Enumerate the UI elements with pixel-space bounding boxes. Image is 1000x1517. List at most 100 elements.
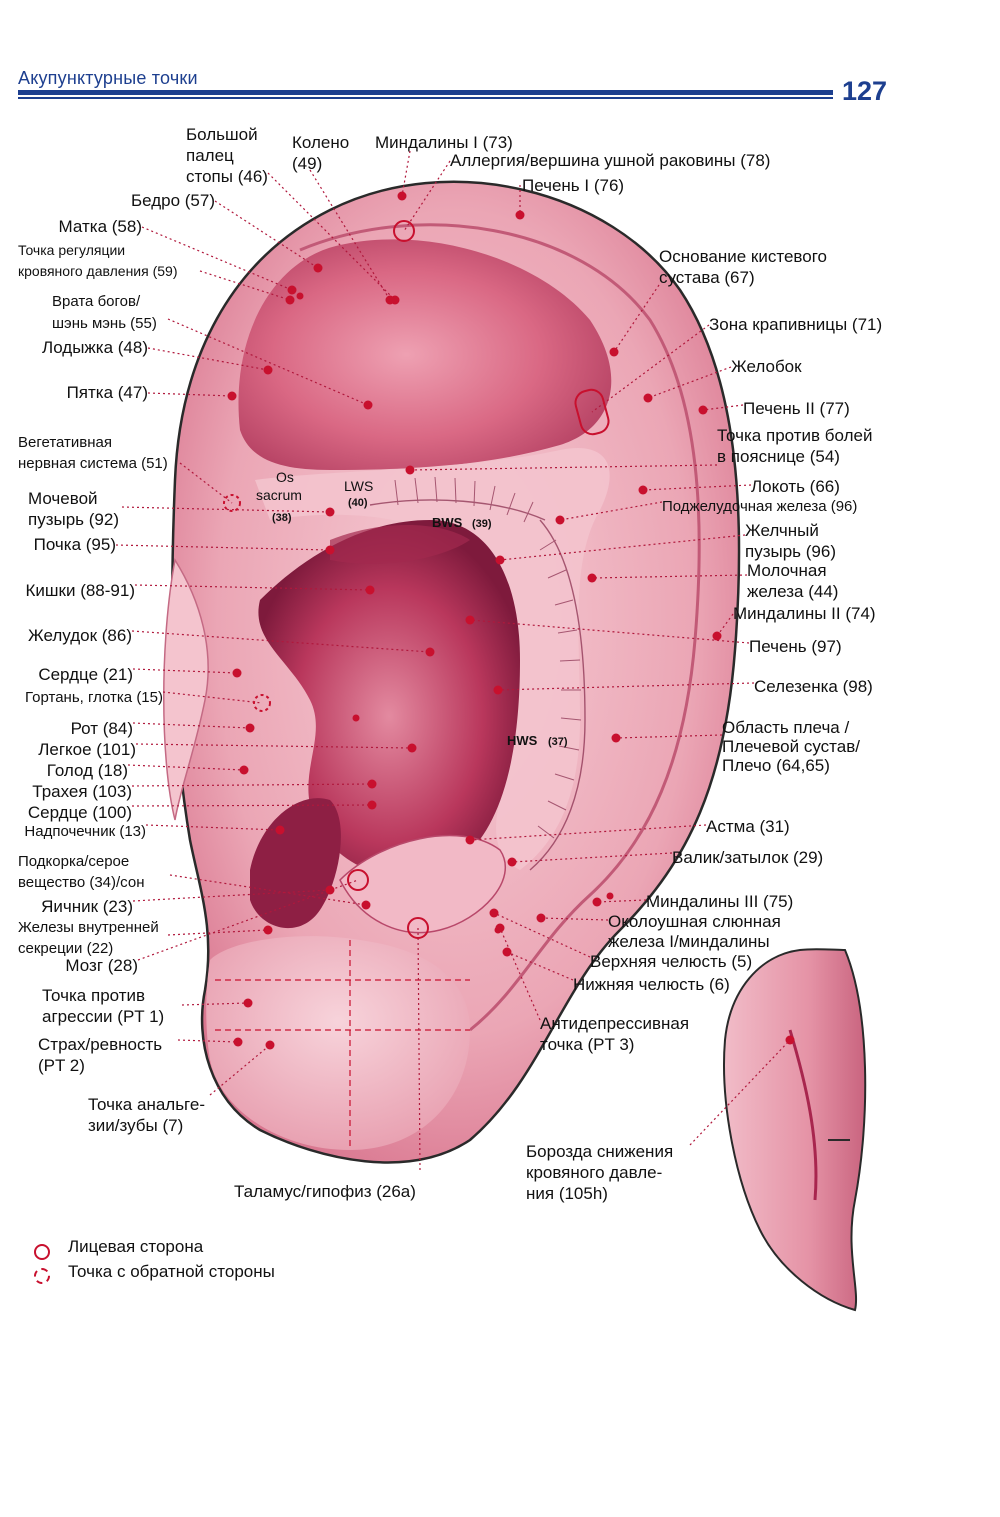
spine-ribs [369,476,586,871]
point-intestines [365,585,375,595]
point-bladder [325,507,335,517]
point-analgesia [265,1040,275,1050]
point-hip [313,263,323,273]
point-lung [407,743,417,753]
leader-hunger [127,764,245,771]
leader-hip [214,200,319,269]
leader-endocrine [167,929,269,936]
leader-elbow [642,484,752,491]
header-rule [18,90,833,95]
leader-liver [469,619,750,644]
point-allergy [393,220,415,242]
legend-back-label: Точка с обратной стороны [68,1262,275,1281]
leader-occiput [511,852,673,863]
label-shoulder: Область плеча /Плечевой сустав/Плечо (64… [722,718,860,775]
leader-lung [135,743,413,749]
leader-bp-regulation [199,270,291,301]
leader-brain [137,879,359,961]
point-brain [347,869,369,891]
spine-bws-number: (39) [472,518,492,530]
leader-heel [147,392,233,397]
leader-anti-aggression [181,1002,249,1006]
label-adrenal: Надпочечник (13) [24,823,146,840]
leader-urticaria [591,324,710,413]
point-uterus [287,285,297,295]
point-stomach [425,647,435,657]
point-tonsils-2 [712,631,722,641]
label-lower-jaw: Нижняя челюсть (6) [573,975,730,994]
label-elbow: Локоть (66) [751,477,840,496]
leader-wrist [613,284,660,353]
label-uterus: Матка (58) [59,217,142,236]
leader-lower-jaw [506,951,574,981]
leader-gate-of-gods [167,318,369,406]
label-occiput: Валик/затылок (29) [672,848,823,867]
lobe-grid [215,940,470,1150]
point-kidney [325,545,335,555]
spine-bws-label: BWS [432,515,463,530]
point-mouth [245,723,255,733]
side-ear-view [723,948,867,1312]
point-subcortex [361,900,371,910]
label-thalamus: Таламус/гипофиз (26a) [234,1182,416,1201]
label-hunger: Голод (18) [47,761,128,780]
leader-adrenal [145,824,281,831]
label-upper-jaw: Верхняя челюсть (5) [590,952,752,971]
point-tonsils-3 [592,897,602,907]
label-ankle: Лодыжка (48) [42,338,148,357]
label-groove: Желобок [731,357,802,376]
leader-fear [177,1039,239,1043]
header-rule-thin [18,97,833,99]
leader-ankle [147,347,269,371]
legend-front-label: Лицевая сторона [68,1237,204,1256]
leader-gallbladder [499,534,746,561]
tragus [163,557,209,821]
leader-heart [132,668,238,674]
point-groove [643,393,653,403]
point-heart-2 [367,800,377,810]
leader-larynx [162,691,263,704]
leader-uterus [141,226,293,291]
label-pancreas: Поджелудочная железа (96) [662,498,857,515]
label-liver: Печень (97) [749,637,842,656]
leader-pancreas [559,501,663,521]
point-tonsils-1 [397,191,407,201]
point-endocrine [263,925,273,935]
point-wrist [609,347,619,357]
leader-allergy [403,160,451,232]
point-vegetative [223,494,241,512]
leader-analgesia [209,1044,271,1096]
section-title: Акупунктурные точки [18,68,198,88]
spine-lws-label: LWS [344,478,373,494]
leader-lumbago [409,464,718,471]
point-trachea [367,779,377,789]
leader-knee [309,169,391,301]
legend-front-icon [34,1244,50,1260]
point-ovary [325,885,335,895]
label-spleen: Селезенка (98) [754,677,873,696]
label-tonsils-1: Миндалины I (73) [375,133,513,152]
point-gallbladder [495,555,505,565]
point-lower-jaw [502,947,512,957]
label-hip: Бедро (57) [131,191,215,210]
leader-bp-lowering [689,1039,791,1146]
point-heart [232,668,242,678]
legend-back-icon [34,1268,50,1284]
leader-mammary [591,574,748,579]
antihelix [255,448,610,870]
leader-kidney [115,544,331,551]
point-extra [352,714,360,722]
point-occiput [507,857,517,867]
leader-trachea [131,783,373,787]
fossa-region [238,239,612,470]
point-adrenal [275,825,285,835]
point-anti-aggression [243,998,253,1008]
leader-thalamus [417,927,421,1171]
side-ear-groove [788,1029,818,1201]
label-heel: Пятка (47) [67,383,148,402]
